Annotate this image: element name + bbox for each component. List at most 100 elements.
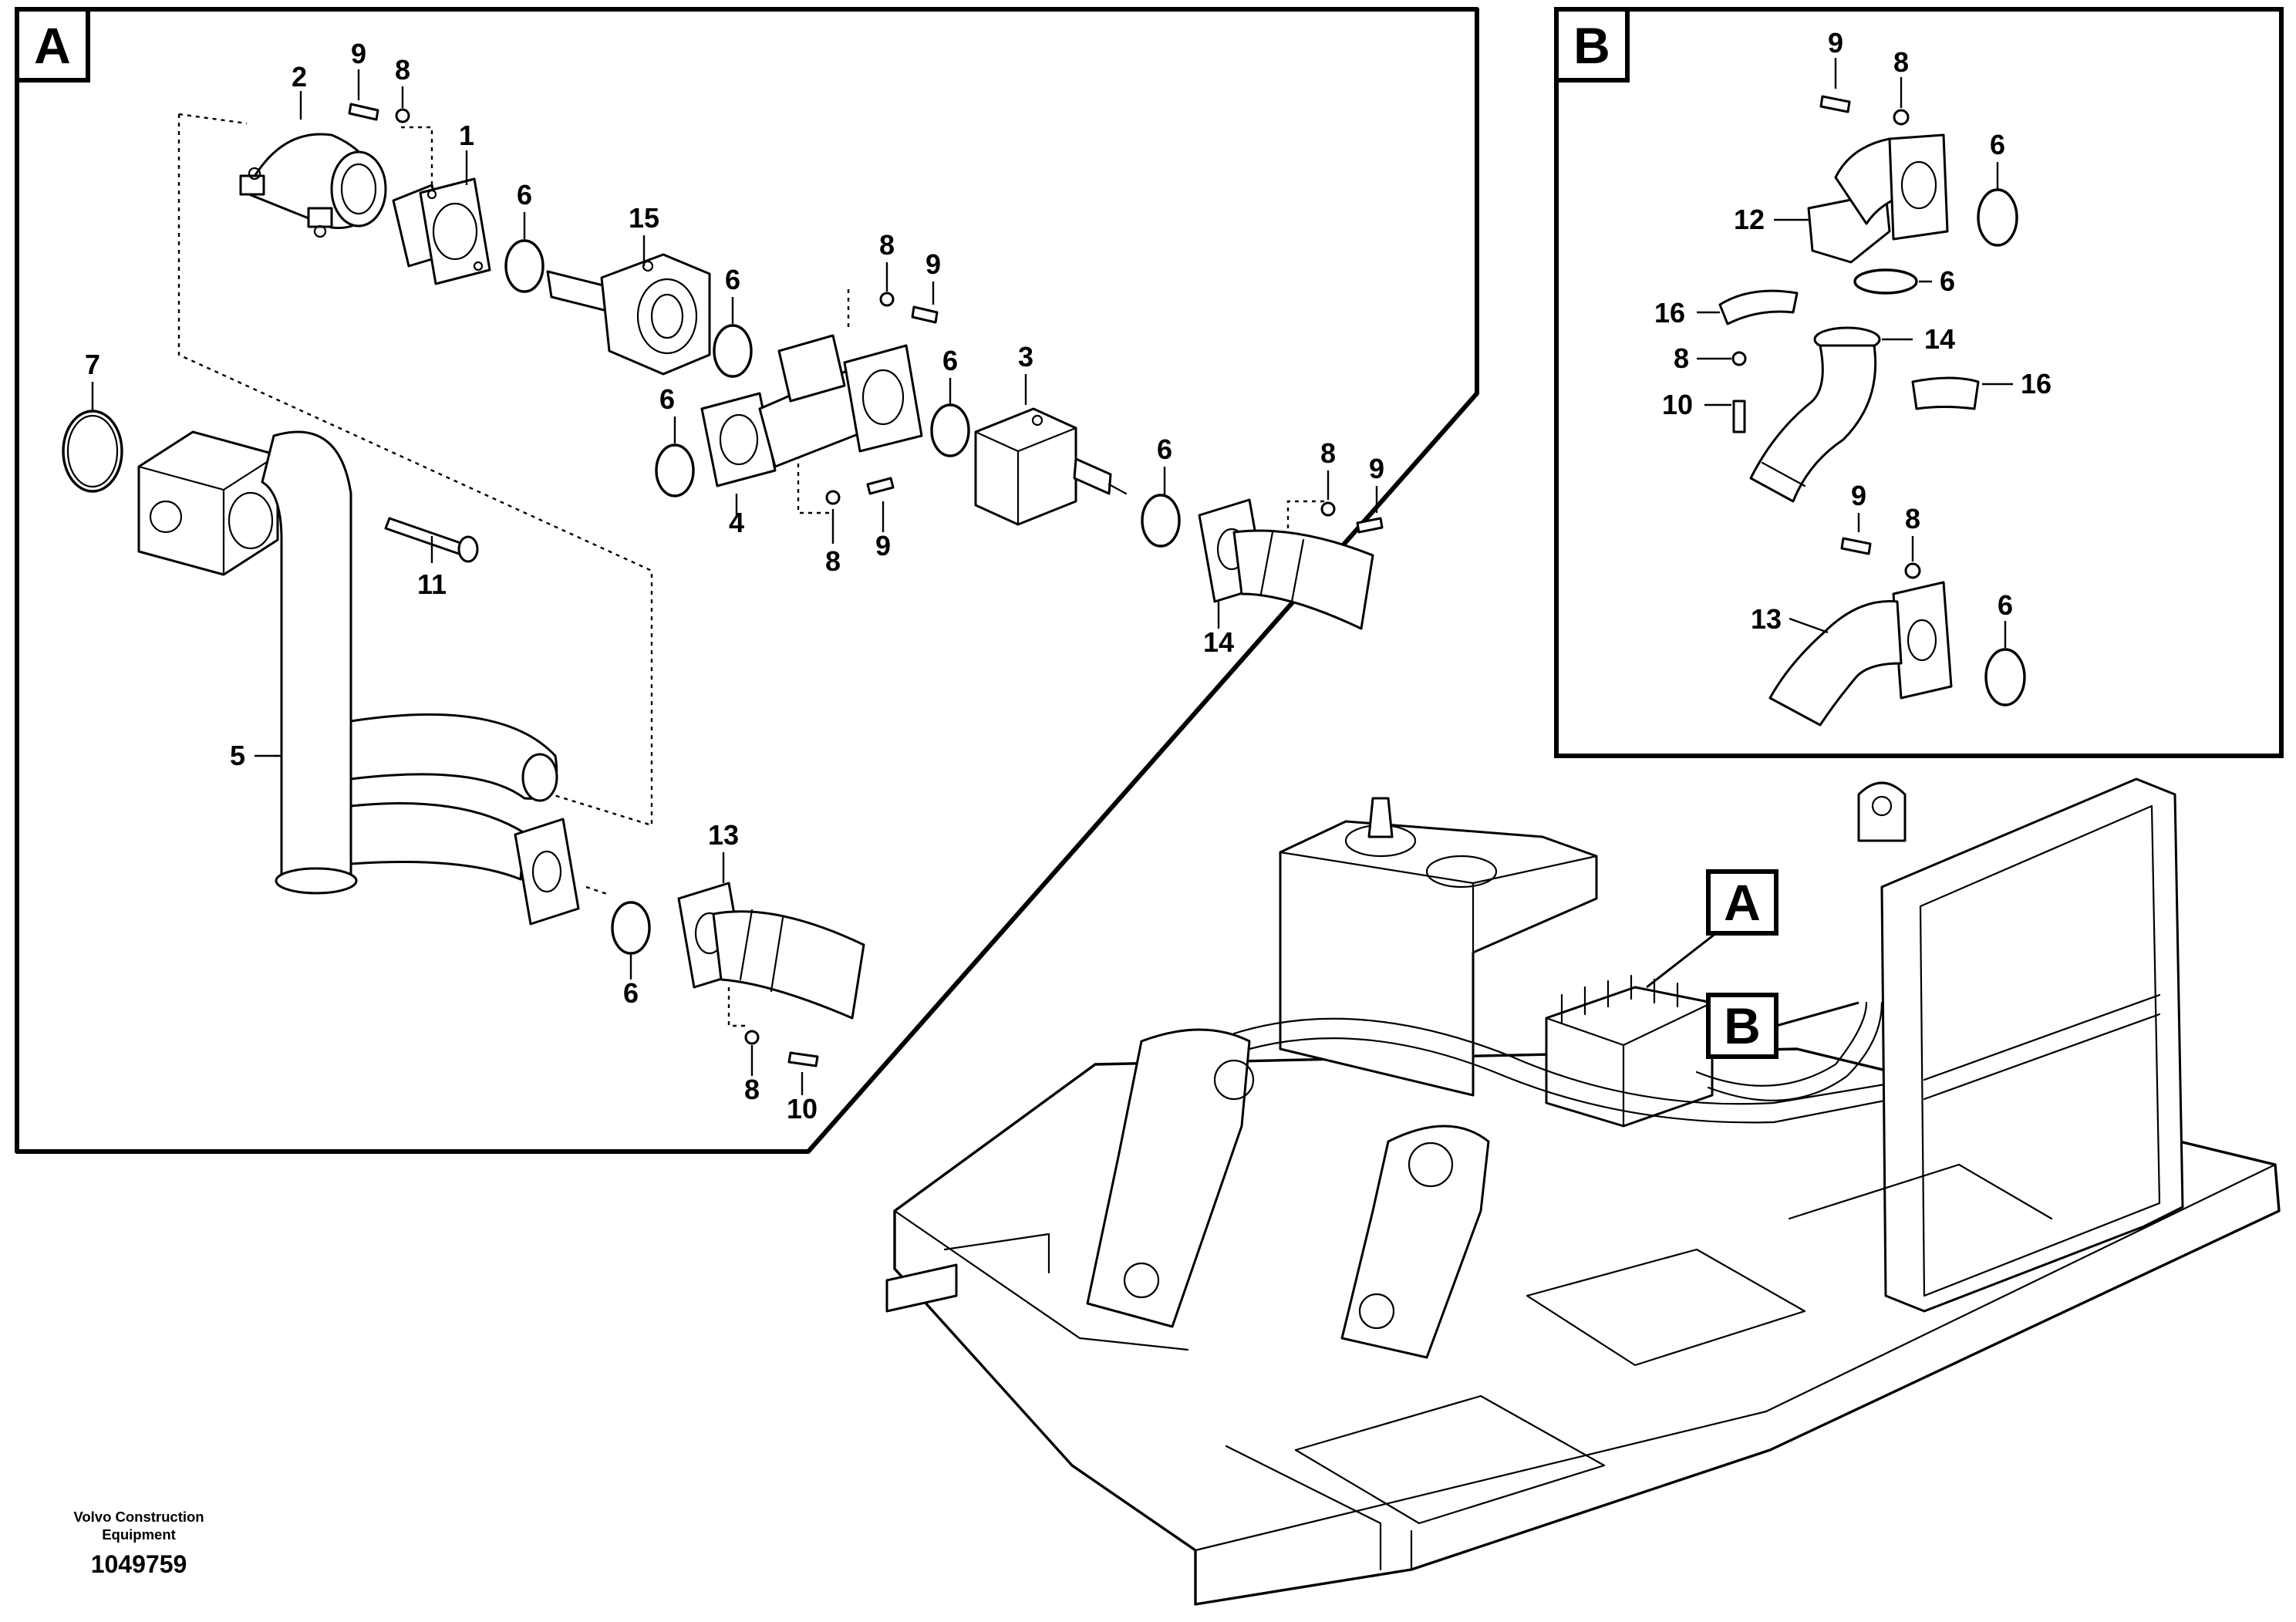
callout-a-5: 5	[230, 740, 245, 771]
panel-b-frame	[1554, 7, 2284, 758]
leaders-panel-a	[91, 69, 1378, 1095]
callout-a-6-2: 6	[725, 264, 740, 295]
callout-a-6-4: 6	[659, 383, 675, 415]
part-15-swivel	[546, 253, 711, 376]
assembly-line-a7	[727, 987, 748, 1027]
callout-a-6-3: 6	[942, 345, 958, 376]
callout-b-8-low: 8	[1905, 503, 1920, 534]
part-5-manifold	[137, 430, 558, 895]
callouts-panel-a: 2 9 8 1 6 15 6 8 9 6 3 7 6 4 8 9 6 8 9 1…	[85, 38, 1384, 1125]
panel-a-frame	[15, 7, 1479, 1154]
callout-a-1: 1	[459, 120, 474, 151]
callouts-panel-b: 9 8 6 12 6 16 14 8 16 10 9 8 13 6	[1654, 27, 2052, 635]
part-16-clamp-bottom	[1911, 376, 1980, 410]
document-number: 1049759	[90, 1550, 187, 1578]
callout-b-16-left: 16	[1654, 297, 1685, 329]
callout-a-2: 2	[292, 61, 307, 93]
callout-b-6-top: 6	[1990, 129, 2005, 160]
panel-a-letter: A	[34, 17, 71, 74]
callout-a-8-low: 8	[825, 545, 841, 577]
callout-b-10: 10	[1662, 389, 1693, 420]
callout-a-6-6: 6	[623, 977, 639, 1009]
callout-b-12: 12	[1734, 204, 1765, 235]
callout-a-8-right: 8	[1320, 437, 1336, 469]
callout-b-9-top: 9	[1828, 27, 1843, 59]
part-1-flange	[392, 177, 491, 285]
part-13-hose-b	[1768, 581, 1953, 727]
part-11-bolt	[384, 517, 479, 563]
hydraulic-tank	[1279, 820, 1598, 1097]
radiator	[1880, 777, 2184, 1313]
part-6-oring-a6	[611, 901, 651, 955]
part-6-oring-a3	[655, 443, 695, 497]
callout-a-7: 7	[85, 349, 100, 380]
part-16-clamp-top	[1718, 289, 1799, 325]
callout-b-6-mid: 6	[1940, 265, 1955, 297]
callout-a-8-bottom: 8	[744, 1074, 760, 1105]
callout-b-13: 13	[1751, 603, 1782, 635]
part-13-hose	[677, 882, 865, 1020]
callout-a-9-right: 9	[1369, 453, 1384, 484]
callout-a-9-low: 9	[875, 530, 891, 561]
overview-callout-b: B	[1706, 993, 1859, 1059]
svg-text:B: B	[1724, 997, 1761, 1054]
fasteners-panel-a	[348, 103, 1384, 1067]
callout-b-16-right: 16	[2021, 368, 2052, 400]
part-6-oring-b3	[1984, 648, 2026, 706]
callout-a-8-top: 8	[395, 54, 410, 86]
overview-callout-a: A	[1646, 869, 1778, 989]
part-2-clamp	[239, 133, 387, 238]
callout-a-6-1: 6	[517, 179, 532, 211]
part-14-hose-b	[1749, 326, 1881, 503]
panel-b-letter-box	[1554, 7, 1630, 83]
part-14-hose	[1198, 498, 1374, 630]
part-6-oring-a4	[930, 403, 970, 457]
part-3-swivel	[974, 407, 1128, 526]
callout-a-4: 4	[729, 507, 744, 538]
valve-hoses	[1695, 1001, 1883, 1101]
part-7-oring	[62, 410, 123, 493]
part-6-oring-a1	[504, 239, 544, 293]
part-6-oring-a2	[713, 324, 753, 378]
callout-b-6-low: 6	[1998, 589, 2013, 621]
panel-a-letter-box	[15, 7, 90, 83]
panel-b-letter: B	[1573, 17, 1610, 74]
machine-overview	[885, 777, 2281, 1606]
part-12-elbow	[1807, 133, 1949, 264]
callout-a-10: 10	[787, 1093, 818, 1125]
detail-panel-a: A	[15, 7, 1479, 1154]
boom-mount	[1086, 1028, 1251, 1328]
svg-text:A: A	[1724, 874, 1761, 931]
callout-b-8-left: 8	[1674, 342, 1689, 374]
assembly-line-a6	[1286, 500, 1327, 528]
assembly-line-a2	[178, 113, 248, 125]
callout-a-9-top: 9	[351, 38, 366, 69]
callout-b-9-low: 9	[1851, 480, 1866, 511]
detail-panel-b: B	[1554, 7, 2284, 758]
lifting-eye	[1857, 781, 1907, 842]
callout-a-9-mid: 9	[925, 248, 941, 280]
company-name-line2: Equipment	[102, 1526, 176, 1543]
part-6-oring-a5	[1141, 494, 1181, 548]
callout-a-8-mid: 8	[879, 229, 895, 261]
leaders-panel-b	[1697, 58, 2013, 648]
part-4-tee-block	[700, 334, 923, 487]
callout-b-14: 14	[1924, 323, 1955, 355]
callout-a-13: 13	[708, 819, 739, 851]
callout-a-6-5: 6	[1157, 433, 1172, 465]
callout-a-3: 3	[1018, 341, 1033, 373]
callout-a-11: 11	[417, 568, 447, 600]
assembly-line-a8	[585, 885, 610, 896]
part-6-oring-b1	[1977, 188, 2018, 247]
assembly-line-a5	[797, 455, 829, 514]
callout-a-15: 15	[629, 202, 659, 234]
fasteners-panel-b	[1731, 95, 1921, 579]
callout-b-8-top: 8	[1893, 46, 1909, 78]
control-valve	[1545, 986, 1714, 1128]
company-name: Volvo Construction Equipment	[39, 1508, 239, 1543]
part-flange-plate	[514, 818, 580, 926]
assembly-line-a3	[401, 126, 433, 185]
part-6-oring-b2	[1853, 268, 1918, 295]
callout-a-14: 14	[1203, 626, 1234, 658]
